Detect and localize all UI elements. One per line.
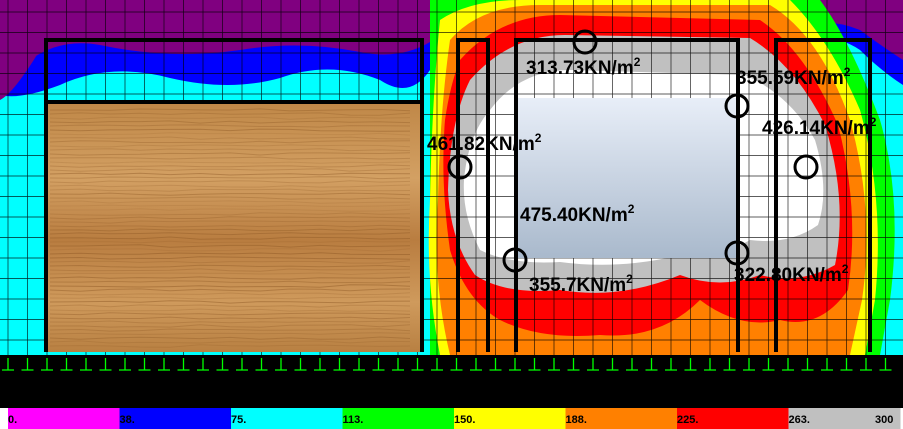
glass-panel xyxy=(516,98,738,258)
measurement-markers xyxy=(447,29,819,273)
marker-right-top xyxy=(724,93,750,119)
stress-label-bottom-left: 355.7KN/m2 xyxy=(529,272,633,296)
support-marker xyxy=(216,358,229,371)
support-marker xyxy=(548,358,560,371)
support-marker xyxy=(743,358,755,371)
support-marker xyxy=(684,358,697,371)
stress-label-right: 426.14KN/m2 xyxy=(762,115,877,139)
support-marker xyxy=(275,358,287,371)
band-purple-corner xyxy=(0,0,60,100)
legend-tick-label: 263. xyxy=(789,414,810,426)
support-marker xyxy=(704,358,716,371)
support-marker xyxy=(158,358,170,371)
legend-swatch xyxy=(342,408,455,429)
support-marker xyxy=(509,358,521,371)
support-marker xyxy=(528,358,541,371)
support-marker xyxy=(353,358,365,371)
support-marker xyxy=(60,358,73,371)
stress-label-top: 313.73KN/m2 xyxy=(526,55,641,79)
stress-label-bottom-right: 322.80KN/m2 xyxy=(734,262,849,286)
marker-right-mid xyxy=(793,154,819,180)
marker-left-mid xyxy=(447,154,473,180)
support-marker xyxy=(645,358,658,371)
support-marker xyxy=(99,358,112,371)
legend-tick-label: 75. xyxy=(231,414,246,426)
support-marker xyxy=(333,358,346,371)
stress-label-left: 461.82KN/m2 xyxy=(427,131,542,155)
legend-swatch xyxy=(788,408,901,429)
support-marker xyxy=(489,358,502,371)
legend-swatch xyxy=(565,408,678,429)
support-marker xyxy=(138,358,151,371)
support-marker xyxy=(2,358,14,371)
support-marker xyxy=(782,358,794,371)
legend-tick-label: 113. xyxy=(343,414,364,426)
support-marker xyxy=(411,358,424,371)
support-marker xyxy=(723,358,736,371)
support-marker xyxy=(392,358,404,371)
support-marker xyxy=(431,358,443,371)
wood-panel xyxy=(48,104,420,352)
stress-label-center: 475.40KN/m2 xyxy=(520,202,635,226)
ground-strip xyxy=(0,355,903,408)
legend-swatch xyxy=(119,408,232,429)
legend-tick-label: 150. xyxy=(454,414,475,426)
legend-tick-label: 0. xyxy=(8,414,17,426)
band-purple-left xyxy=(0,0,430,71)
marker-top-center xyxy=(572,29,598,55)
support-marker xyxy=(626,358,638,371)
support-marker xyxy=(372,358,385,371)
support-marker xyxy=(567,358,580,371)
support-marker xyxy=(314,358,326,371)
stress-label-right-top: 355.59KN/m2 xyxy=(736,65,851,89)
support-marker xyxy=(821,358,833,371)
legend-tick-label: 225. xyxy=(677,414,698,426)
frame-lines xyxy=(44,38,872,352)
contour-field xyxy=(0,0,903,355)
support-symbols xyxy=(2,358,892,371)
support-marker xyxy=(80,358,92,371)
support-marker xyxy=(177,358,190,371)
support-marker xyxy=(197,358,209,371)
support-marker xyxy=(665,358,677,371)
marker-bottom-right xyxy=(724,240,750,266)
legend-tick-label: 38. xyxy=(120,414,135,426)
support-marker xyxy=(119,358,131,371)
support-marker xyxy=(606,358,619,371)
support-marker xyxy=(450,358,463,371)
support-marker xyxy=(41,358,53,371)
legend-tick-label: 188. xyxy=(566,414,587,426)
support-marker xyxy=(294,358,307,371)
legend-tick-label: 300 xyxy=(875,414,893,426)
support-marker xyxy=(255,358,268,371)
support-marker xyxy=(470,358,482,371)
color-legend: 0. 38. 75. 113. 150. 188. 225. 263. 300 xyxy=(8,408,901,429)
legend-swatch xyxy=(8,408,120,429)
legend-swatch xyxy=(677,408,789,429)
support-marker xyxy=(21,358,34,371)
marker-bottom-left xyxy=(502,247,528,273)
legend-swatch xyxy=(231,408,343,429)
support-marker xyxy=(236,358,248,371)
support-marker xyxy=(587,358,599,371)
legend-swatch xyxy=(454,408,566,429)
support-marker xyxy=(762,358,775,371)
support-marker xyxy=(801,358,814,371)
support-marker xyxy=(860,358,872,371)
support-marker xyxy=(879,358,892,371)
support-marker xyxy=(840,358,853,371)
